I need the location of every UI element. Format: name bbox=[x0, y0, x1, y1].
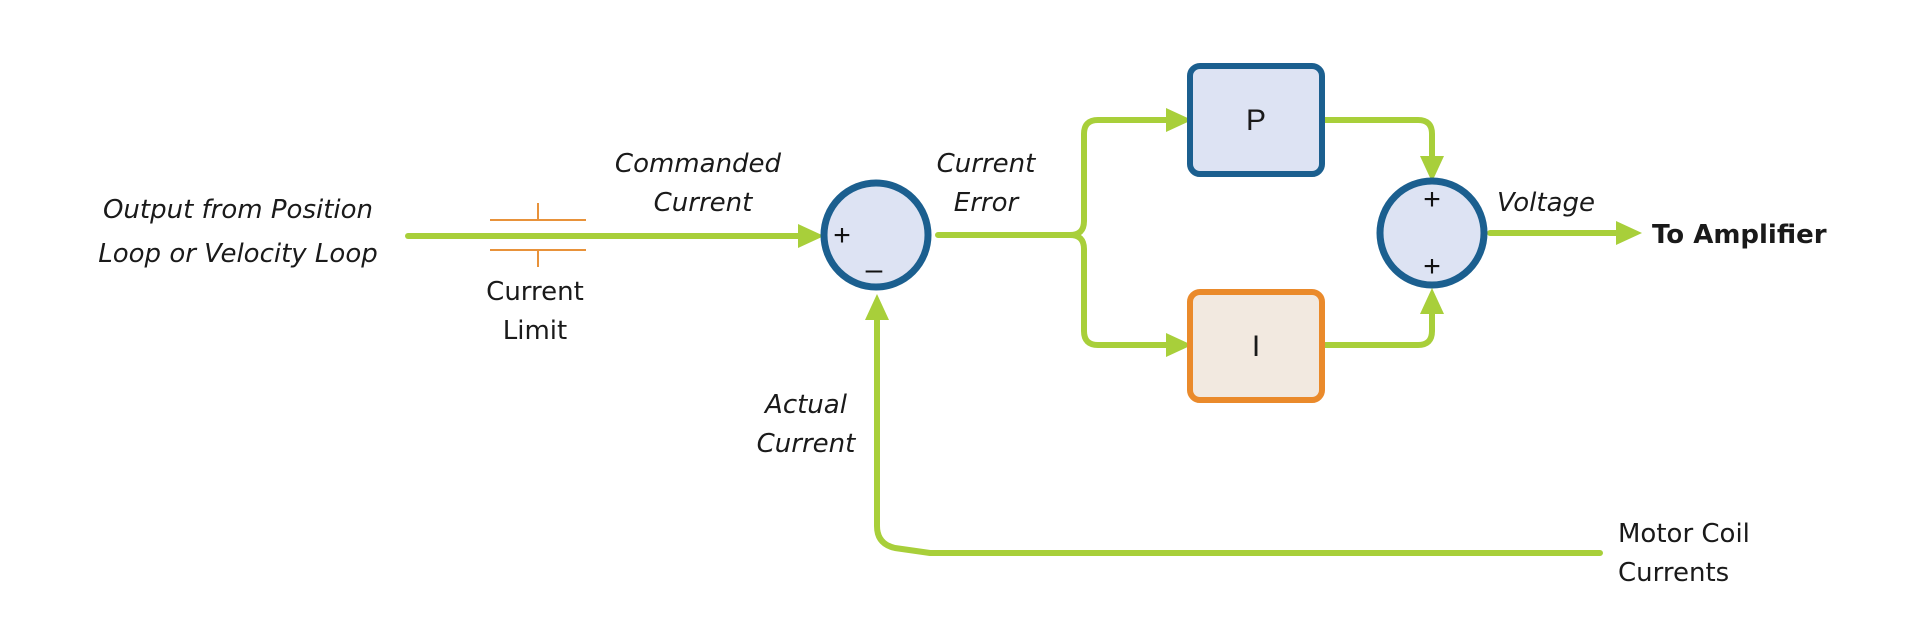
wire-feedback bbox=[874, 315, 1603, 556]
wire-error-to-i bbox=[1067, 232, 1171, 348]
input-label-line2: Loop or Velocity Loop bbox=[98, 239, 378, 269]
commanded-label-line2: Current bbox=[654, 188, 753, 218]
input-label-line1: Output from Position bbox=[103, 195, 373, 225]
i-block-label: I bbox=[1252, 330, 1260, 363]
output-label: To Amplifier bbox=[1652, 220, 1827, 250]
subtractor-circle bbox=[820, 179, 932, 291]
voltage-label: Voltage bbox=[1497, 188, 1595, 218]
error-label-line1: Current bbox=[937, 149, 1036, 179]
error-label-line2: Error bbox=[954, 188, 1021, 218]
actual-label-line2: Current bbox=[757, 429, 856, 459]
p-block: P bbox=[1187, 63, 1325, 177]
motor-label-line2: Currents bbox=[1618, 558, 1729, 588]
arrowhead-input bbox=[798, 224, 824, 248]
wire-p-to-sum bbox=[1321, 117, 1435, 161]
actual-label-line1: Actual bbox=[763, 390, 848, 420]
subtractor-plus-sign: + bbox=[833, 219, 851, 252]
motor-label-line1: Motor Coil bbox=[1618, 519, 1750, 549]
i-block-box bbox=[1187, 289, 1325, 403]
arrowhead-out bbox=[1616, 221, 1642, 245]
subtractor-junction: + – bbox=[820, 179, 932, 291]
arrowhead-feedback bbox=[865, 294, 889, 320]
commanded-label-line1: Commanded bbox=[615, 149, 782, 179]
arrowhead-to-i bbox=[1166, 333, 1192, 357]
p-block-box bbox=[1187, 63, 1325, 177]
summing-plus-bottom-sign: + bbox=[1423, 250, 1441, 283]
current-limit-symbol bbox=[490, 203, 586, 267]
subtractor-minus-sign: – bbox=[866, 253, 883, 286]
summing-circle bbox=[1376, 177, 1488, 289]
i-block: I bbox=[1187, 289, 1325, 403]
summing-junction: + + bbox=[1376, 177, 1488, 289]
limit-label-line2: Limit bbox=[503, 316, 567, 346]
arrowhead-to-p bbox=[1166, 108, 1192, 132]
p-block-label: P bbox=[1246, 104, 1266, 137]
limit-label-line1: Current bbox=[486, 277, 584, 307]
wire-i-to-sum bbox=[1321, 309, 1435, 348]
arrowhead-i-to-sum bbox=[1420, 288, 1444, 314]
arrowhead-p-to-sum bbox=[1420, 156, 1444, 182]
summing-plus-top-sign: + bbox=[1423, 183, 1441, 216]
